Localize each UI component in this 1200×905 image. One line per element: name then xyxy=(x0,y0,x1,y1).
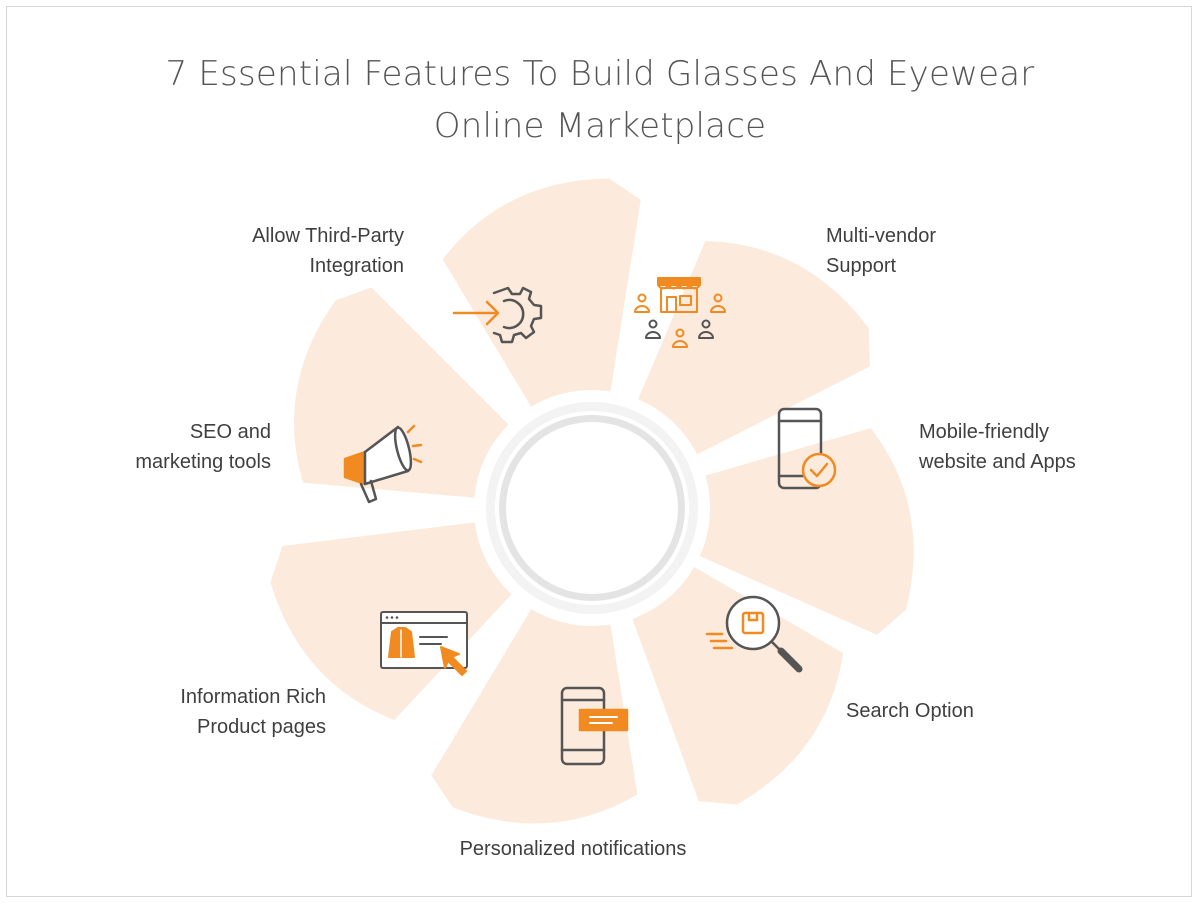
title-line-2: Online Marketplace xyxy=(433,106,767,146)
feature-label-third-party: Allow Third-Party Integration xyxy=(252,225,404,277)
petal-seo xyxy=(294,287,509,498)
feature-label-notifications: Personalized notifications xyxy=(459,838,687,860)
feature-label-search: Search Option xyxy=(846,700,974,722)
center-circle xyxy=(506,422,678,594)
petal-mobile xyxy=(699,428,914,635)
feature-label-seo: SEO and marketing tools xyxy=(135,421,271,473)
phone-check-icon xyxy=(777,407,837,490)
petal-group xyxy=(270,178,914,824)
magnifier-box-icon xyxy=(705,595,803,673)
petal-third-party xyxy=(442,178,641,407)
storefront-users-icon xyxy=(634,277,726,348)
outer-frame xyxy=(6,6,1192,897)
petal-search xyxy=(632,567,844,805)
title-line-1: 7 Essential Features To Build Glasses An… xyxy=(165,54,1035,94)
browser-cursor-icon xyxy=(380,611,468,676)
feature-label-multi-vendor: Multi-vendor Support xyxy=(826,225,937,277)
feature-label-product-pages: Information Rich Product pages xyxy=(180,686,326,738)
gear-arrow-icon xyxy=(452,286,543,344)
petal-notifications xyxy=(431,609,638,824)
phone-message-icon xyxy=(560,686,629,766)
page-title: 7 Essential Features To Build Glasses An… xyxy=(0,48,1200,152)
feature-label-mobile: Mobile-friendly website and Apps xyxy=(919,421,1076,473)
megaphone-icon xyxy=(343,424,423,504)
